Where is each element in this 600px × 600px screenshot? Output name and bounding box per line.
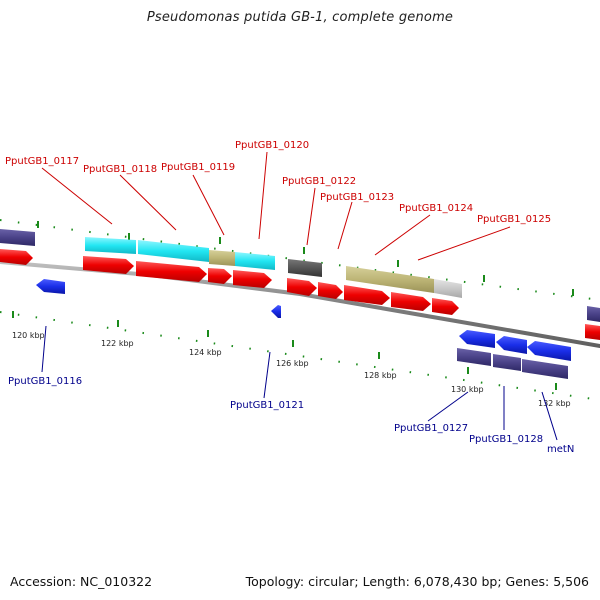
outer-ruler-dots (0, 219, 600, 301)
outer-major-tick (303, 247, 305, 254)
gene-label-pputgb1-0121[interactable]: PputGB1_0121 (230, 400, 304, 411)
leader-line (337, 201, 353, 250)
feature-slate[interactable] (522, 359, 568, 379)
forward-gene-arrow[interactable] (432, 298, 459, 315)
ruler-labels: 120 kbp 122 kbp 124 kbp 126 kbp 128 kbp … (12, 331, 571, 408)
leader-line (417, 226, 511, 261)
inner-major-tick (207, 330, 209, 337)
reverse-gene-arrow[interactable] (527, 341, 571, 361)
forward-gene-arrow[interactable] (391, 292, 431, 311)
ruler-label: 130 kbp (451, 385, 484, 394)
inner-major-tick (292, 340, 294, 347)
outer-ruler (0, 219, 600, 301)
gene-label-pputgb1-0128[interactable]: PputGB1_0128 (469, 434, 543, 445)
leader-line (192, 174, 225, 236)
outer-major-tick (397, 260, 399, 267)
inner-major-tick (555, 383, 557, 390)
forward-leader-lines (41, 151, 511, 261)
feature-slate[interactable] (493, 354, 521, 371)
ruler-label: 126 kbp (276, 359, 309, 368)
gene-label-pputgb1-0125[interactable]: PputGB1_0125 (477, 214, 551, 225)
reverse-gene-labels: PputGB1_0116 PputGB1_0121 PputGB1_0127 P… (8, 376, 574, 455)
outer-major-tick (219, 237, 221, 244)
gene-label-pputgb1-0122[interactable]: PputGB1_0122 (282, 176, 356, 187)
feature-slate[interactable] (587, 306, 600, 322)
feature-khaki[interactable] (346, 266, 434, 293)
forward-gene-arrow[interactable] (287, 278, 317, 296)
forward-gene-labels: PputGB1_0117 PputGB1_0118 PputGB1_0119 P… (5, 140, 551, 225)
leader-line (41, 167, 113, 225)
feature-dark-gray[interactable] (288, 259, 322, 277)
gene-label-pputgb1-0119[interactable]: PputGB1_0119 (161, 162, 235, 173)
gene-label-pputgb1-0120[interactable]: PputGB1_0120 (235, 140, 309, 151)
genome-backbone (0, 260, 600, 348)
reverse-gene-track (36, 279, 571, 361)
forward-gene-arrow[interactable] (233, 270, 272, 288)
gene-label-pputgb1-0117[interactable]: PputGB1_0117 (5, 156, 79, 167)
accession-text: Accession: NC_010322 (10, 574, 153, 589)
forward-gene-arrow[interactable] (585, 324, 600, 340)
leader-line (41, 325, 47, 373)
feature-slate[interactable] (457, 348, 491, 366)
leader-line (119, 174, 177, 231)
reverse-feature-track (457, 348, 568, 379)
gene-label-pputgb1-0118[interactable]: PputGB1_0118 (83, 164, 157, 175)
feature-slate[interactable] (0, 229, 35, 246)
map-title: Pseudomonas putida GB-1, complete genome (146, 10, 454, 25)
ruler-label: 124 kbp (189, 348, 222, 357)
ruler-label: 122 kbp (101, 339, 134, 348)
feature-cyan[interactable] (85, 237, 136, 254)
forward-gene-arrow[interactable] (0, 249, 33, 265)
feature-khaki[interactable] (209, 250, 235, 266)
ruler-label: 120 kbp (12, 331, 45, 340)
leader-line (258, 151, 268, 240)
inner-major-tick (378, 352, 380, 359)
inner-ruler (0, 311, 600, 401)
forward-gene-arrow[interactable] (83, 256, 134, 274)
ruler-label: 128 kbp (364, 371, 397, 380)
ruler-label: 132 kbp (538, 399, 571, 408)
forward-feature-track (0, 229, 600, 322)
gene-label-pputgb1-0116[interactable]: PputGB1_0116 (8, 376, 82, 387)
forward-gene-arrow[interactable] (344, 285, 390, 305)
forward-gene-arrow[interactable] (318, 282, 343, 299)
outer-major-tick (37, 221, 39, 228)
forward-gene-track (0, 249, 600, 340)
inner-major-tick (467, 367, 469, 374)
leader-line (541, 391, 558, 441)
reverse-gene-arrow[interactable] (459, 330, 495, 348)
inner-major-tick (12, 311, 14, 318)
inner-ruler-dots (0, 311, 600, 401)
gene-label-pputgb1-0124[interactable]: PputGB1_0124 (399, 203, 473, 214)
outer-major-tick (128, 233, 130, 240)
forward-gene-arrow[interactable] (136, 261, 207, 282)
gene-label-metn[interactable]: metN (547, 444, 574, 455)
feature-cyan[interactable] (138, 240, 209, 262)
reverse-gene-arrow[interactable] (271, 305, 281, 318)
gene-label-pputgb1-0123[interactable]: PputGB1_0123 (320, 192, 394, 203)
forward-gene-arrow[interactable] (208, 268, 232, 284)
outer-major-tick (572, 289, 574, 296)
outer-major-tick (483, 275, 485, 282)
reverse-leader-lines (41, 325, 558, 441)
feature-light-gray[interactable] (434, 279, 462, 298)
feature-cyan[interactable] (235, 252, 275, 270)
inner-major-tick (117, 320, 119, 327)
leader-line (374, 214, 431, 256)
leader-line (306, 187, 316, 246)
gene-label-pputgb1-0127[interactable]: PputGB1_0127 (394, 423, 468, 434)
reverse-gene-arrow[interactable] (36, 279, 65, 294)
reverse-gene-arrow[interactable] (496, 336, 527, 354)
leader-line (427, 391, 469, 422)
genome-summary-text: Topology: circular; Length: 6,078,430 bp… (245, 574, 589, 589)
leader-line (263, 351, 271, 399)
